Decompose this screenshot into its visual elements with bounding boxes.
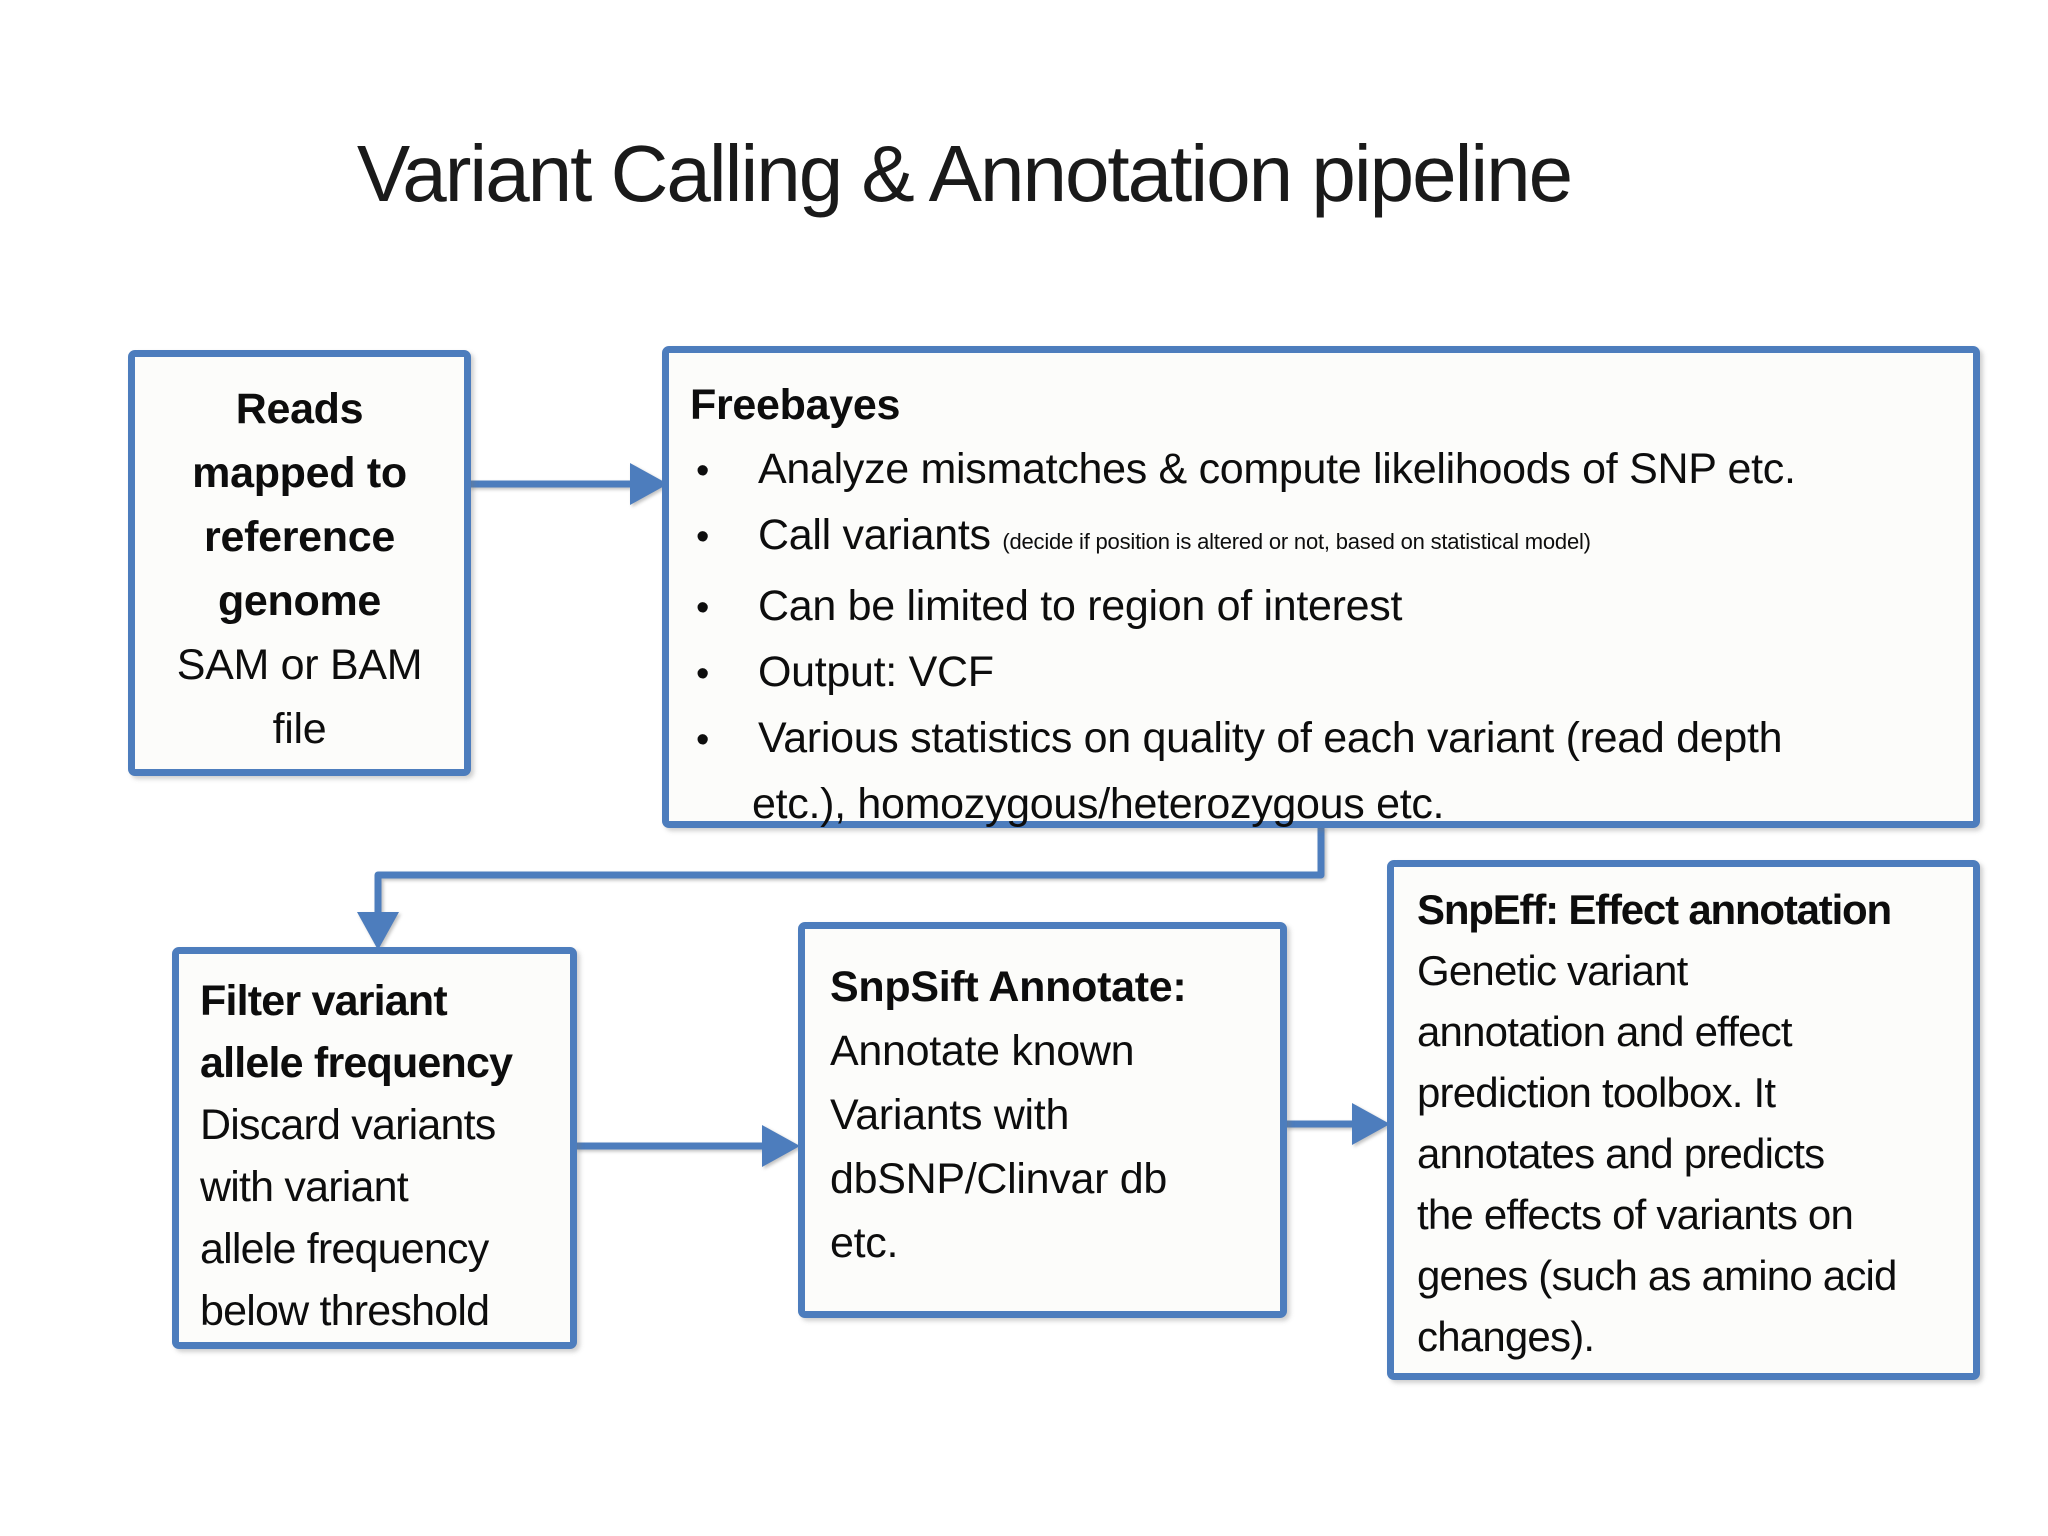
bullet-icon: •: [696, 450, 710, 492]
arrowhead-right-icon: [762, 1125, 800, 1167]
box-text-line: Discard variants: [200, 1101, 496, 1149]
arrowhead-right-icon: [630, 463, 668, 505]
box-heading: Freebayes: [690, 381, 901, 429]
box-heading: SnpEff: Effect annotation: [1417, 886, 1892, 933]
box-text-line: etc.: [830, 1219, 899, 1267]
reads-mapped-box: Reads mapped to reference genome SAM or …: [128, 350, 471, 776]
box-text-line: Genetic variant: [1417, 947, 1688, 994]
bullet-icon: •: [696, 587, 710, 629]
box-text-line: Variants with: [830, 1091, 1070, 1139]
bullet-row: • Call variants (decide if position is a…: [690, 503, 1955, 574]
bullet-row: • Analyze mismatches & compute likelihoo…: [690, 437, 1955, 503]
box-heading: Filter variant: [200, 977, 448, 1025]
freebayes-box: Freebayes • Analyze mismatches & compute…: [662, 346, 1980, 828]
arrow-filter-to-snpsift: [575, 1125, 800, 1167]
box-text-line: annotates and predicts: [1417, 1130, 1825, 1177]
box-text-line: allele frequency: [200, 1225, 489, 1273]
box-text-line: below threshold: [200, 1287, 490, 1335]
bullet-text: Can be limited to region of interest: [758, 582, 1403, 630]
arrowhead-down-icon: [357, 912, 399, 950]
box-text-line: genome: [217, 577, 382, 625]
arrow-shaft: [374, 826, 1325, 916]
bullet-row: • Various statistics on quality of each …: [690, 706, 1955, 772]
snpsift-annotate-box: SnpSift Annotate: Annotate known Variant…: [798, 922, 1287, 1318]
box-text-line: Annotate known: [830, 1027, 1135, 1075]
box-text-line: genes (such as amino acid: [1417, 1252, 1897, 1299]
box-text-line: Reads: [235, 385, 364, 433]
box-heading: allele frequency: [200, 1039, 513, 1087]
arrowhead-right-icon: [1352, 1103, 1390, 1145]
bullet-icon: •: [696, 516, 710, 558]
box-heading: SnpSift Annotate:: [830, 963, 1187, 1011]
bullet-row: • Can be limited to region of interest: [690, 574, 1955, 640]
filter-allele-frequency-box: Filter variant allele frequency Discard …: [172, 947, 577, 1349]
box-text-line: prediction toolbox. It: [1417, 1069, 1776, 1116]
bullet-text: Various statistics on quality of each va…: [758, 714, 1783, 762]
bullet-icon: •: [696, 653, 710, 695]
box-text-line: reference: [204, 513, 395, 561]
bullet-text: Analyze mismatches & compute likelihoods…: [758, 445, 1796, 493]
bullet-text-parenthetical: (decide if position is altered or not, b…: [1002, 529, 1591, 554]
box-text-line: annotation and effect: [1417, 1008, 1793, 1055]
bullet-text: Output: VCF: [758, 648, 994, 696]
box-text-line: the effects of variants on: [1417, 1191, 1854, 1238]
arrow-snpsift-to-snpeff: [1285, 1103, 1390, 1145]
bullet-text: Call variants (decide if position is alt…: [758, 503, 1591, 574]
page-title: Variant Calling & Annotation pipeline: [356, 129, 1573, 218]
box-text-line: dbSNP/Clinvar db: [830, 1155, 1167, 1203]
snpeff-effect-annotation-box: SnpEff: Effect annotation Genetic varian…: [1387, 860, 1980, 1380]
bullet-icon: •: [696, 719, 710, 761]
box-text-line: mapped to: [192, 449, 407, 497]
arrow-reads-to-freebayes: [468, 463, 668, 505]
box-text-line: with variant: [200, 1163, 409, 1211]
bullet-row: • Output: VCF: [690, 640, 1955, 706]
bullet-text-main: Call variants: [758, 511, 1003, 559]
bullet-continuation-line: etc.), homozygous/heterozygous etc.: [752, 780, 1445, 828]
box-text-line: file: [272, 705, 327, 753]
box-text-line: SAM or BAM: [176, 641, 423, 689]
box-text-line: changes).: [1417, 1313, 1595, 1360]
elbow-arrow-freebayes-to-filter: [357, 826, 1325, 950]
